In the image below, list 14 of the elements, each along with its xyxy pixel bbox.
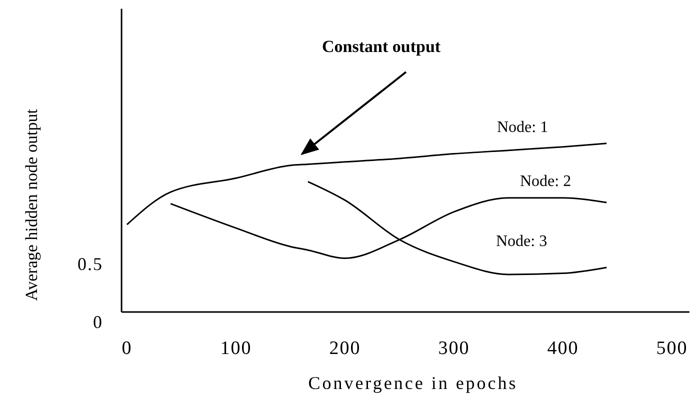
annotation-text: Constant output [322,37,441,56]
x-tick-label: 0 [122,338,132,359]
x-tick-label: 100 [220,338,252,359]
series-label: Node: 2 [520,173,572,190]
x-tick-label: 500 [656,338,688,359]
series-label: Node: 3 [496,233,548,250]
y-axis-title: Average hidden node output [22,109,41,301]
y-tick-label: 0.5 [78,254,103,274]
y-tick-label: 0 [93,312,103,332]
x-tick-label: 200 [329,338,361,359]
x-tick-label: 400 [547,338,579,359]
series-label: Node: 1 [497,119,548,136]
x-axis-title: Convergence in epochs [308,373,518,393]
x-tick-label: 300 [438,338,470,359]
